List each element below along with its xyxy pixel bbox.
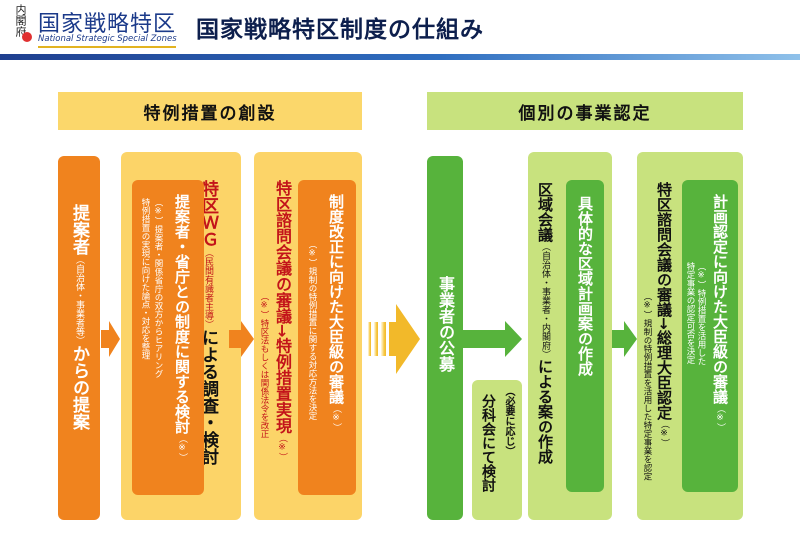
transition-arrow-icon [368, 304, 420, 374]
step-council-mark: （※） [277, 433, 287, 462]
step-plan-minister-mark: （※） [715, 404, 725, 432]
logo-english: National Strategic Special Zones [38, 34, 177, 44]
step-proposer-sub: （自治体・事業者等） [74, 255, 84, 345]
arrow-right-icon [612, 321, 637, 357]
step-consult-note2: 特例措置の実現に向けた論点・対応を整理 [140, 198, 150, 360]
step-consult-main: 提案者・省庁との制度に関する検討 [173, 194, 191, 434]
step-plan-draft: 具体的な区域計画案の作成 [566, 180, 604, 492]
step-consult-note1: （※）提案者・関係省庁の双方からヒアリング [153, 198, 163, 378]
logo-japanese: 国家戦略特区 [38, 12, 177, 37]
step-proposer: 提案者（自治体・事業者等）からの提案 [58, 156, 100, 520]
step-subcommittee-note: （必要に応じ） [503, 386, 514, 456]
step-proposer-text: 提案者（自治体・事業者等）からの提案 [64, 204, 94, 430]
section-banner-left: 特例措置の創設 [58, 92, 362, 130]
step-zone-council-main: 区域会議 [536, 182, 554, 242]
arrow-right-icon [463, 321, 522, 357]
arrow-right-icon [101, 321, 120, 357]
step-plan-minister: 計画認定に向けた大臣級の審議（※） （※）特例措置を活用した 特定事業の認定可否… [682, 180, 738, 492]
step-plan-minister-text: 計画認定に向けた大臣級の審議（※） [708, 194, 732, 432]
step-recruitment: 事業者の公募 [427, 156, 463, 520]
step-subcommittee: （必要に応じ） 分科会にて検討 [472, 380, 522, 520]
step-council-main: 特区諮問会議の審議→特例措置実現 [273, 180, 292, 434]
step-minister-text: 制度改正に向けた大臣級の審議（※） [324, 194, 348, 432]
step-pm-approval-mark: （※） [659, 419, 669, 448]
step-zone-council-sub: （自治体・事業者・内閣府） [540, 242, 550, 359]
step-minister-note: （※）規制の特例措置に関する対応方法を決定 [307, 240, 317, 420]
step-minister-main: 制度改正に向けた大臣級の審議 [327, 194, 345, 404]
logo-underline [38, 46, 176, 48]
step-zone-council-tail: による案の作成 [536, 359, 554, 464]
step-minister-mark: （※） [331, 404, 341, 432]
step-council-note: （※）特区法もしくは関係法令を改正 [259, 292, 269, 438]
header-divider [0, 54, 800, 60]
step-recruitment-main: 事業者の公募 [436, 276, 455, 372]
step-plan-draft-main: 具体的な区域計画案の作成 [576, 196, 594, 376]
arrow-right-icon [229, 321, 254, 357]
step-consult-mark: （※） [177, 434, 187, 462]
logo-red-dot [22, 32, 32, 42]
logo-cabinet-office: 内閣府 [14, 4, 27, 37]
step-zone-council-text: 区域会議（自治体・事業者・内閣府）による案の作成 [534, 182, 556, 464]
step-consult-text: 提案者・省庁との制度に関する検討（※） [170, 194, 194, 462]
section-banner-right: 個別の事業認定 [427, 92, 743, 130]
step-subcommittee-main: 分科会にて検討 [480, 394, 496, 492]
step-plan-minister-main: 計画認定に向けた大臣級の審議 [711, 194, 729, 404]
step-wg-sub: （民間有識者主導） [203, 248, 213, 329]
step-minister: 制度改正に向けた大臣級の審議（※） （※）規制の特例措置に関する対応方法を決定 [298, 180, 356, 495]
step-proposer-tail: からの提案 [69, 345, 89, 430]
step-pm-approval-main: 特区諮問会議の審議→総理大臣認定 [655, 182, 673, 420]
step-pm-approval-note: （※）規制の特例措置を活用した特定事業を認定 [642, 292, 652, 481]
logo: 内閣府 国家戦略特区 National Strategic Special Zo… [8, 4, 178, 54]
page-title: 国家戦略特区制度の仕組み [196, 17, 484, 43]
step-consult: 提案者・省庁との制度に関する検討（※） （※）提案者・関係省庁の双方からヒアリン… [132, 180, 204, 495]
step-pm-approval-text: 特区諮問会議の審議→総理大臣認定（※） [653, 182, 675, 448]
step-proposer-main: 提案者 [69, 204, 89, 255]
step-plan-minister-note1: （※）特例措置を活用した [696, 262, 706, 366]
step-council-text: 特区諮問会議の審議→特例措置実現（※） [270, 180, 294, 461]
step-plan-minister-note2: 特定事業の認定可否を決定 [685, 262, 695, 364]
